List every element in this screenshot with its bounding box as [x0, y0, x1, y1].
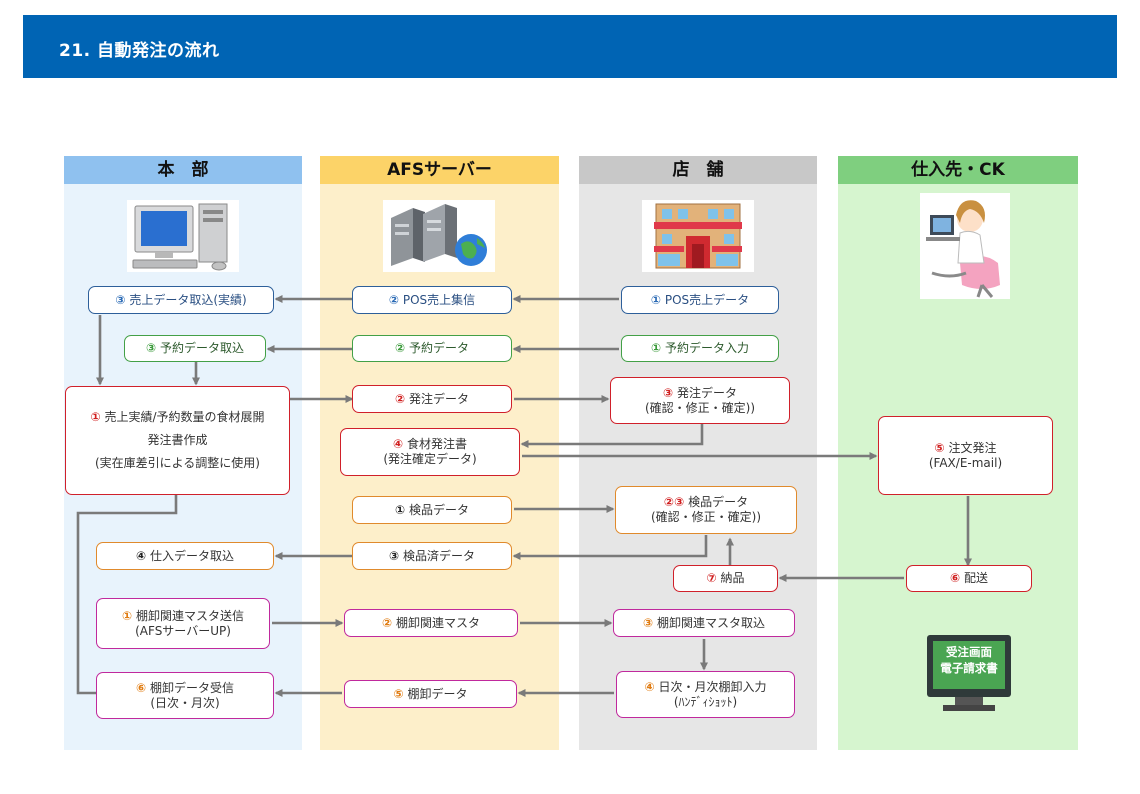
box-srv-inventory-data: ⑤ 棚卸データ — [344, 680, 517, 708]
box-supplier-order: ⑤ 注文発注 (FAX/E-mail) — [878, 416, 1053, 495]
store-building-icon — [642, 200, 754, 272]
box-store-pos-data: ① POS売上データ — [621, 286, 779, 314]
column-header-afs-server: AFSサーバー — [320, 156, 559, 184]
column-header-supplier: 仕入先・CK — [838, 156, 1078, 184]
column-header-hq: 本 部 — [64, 156, 302, 184]
box-srv-pos-collect: ② POS売上集信 — [352, 286, 512, 314]
box-srv-inspect-data: ① 検品データ — [352, 496, 512, 524]
supplier-screen-line-2: 電子請求書 — [940, 660, 998, 675]
box-hq-inventory-receive: ⑥ 棚卸データ受信 (日次・月次) — [96, 672, 274, 719]
computer-icon — [127, 200, 239, 272]
page-title: 21. 自動発注の流れ — [59, 41, 220, 61]
box-srv-inspected-data: ③ 検品済データ — [352, 542, 512, 570]
box-store-reserve-input: ① 予約データ入力 — [621, 335, 779, 362]
box-store-order-data: ③ 発注データ (確認・修正・確定)) — [610, 377, 790, 424]
page-header: 21. 自動発注の流れ — [23, 15, 1117, 78]
box-srv-master: ② 棚卸関連マスタ — [344, 609, 518, 637]
box-store-delivery: ⑦ 納品 — [673, 565, 778, 592]
server-globe-icon — [383, 200, 495, 272]
box-hq-sales-import: ③ 売上データ取込(実績) — [88, 286, 274, 314]
box-store-inspect-data: ②③ 検品データ (確認・修正・確定)) — [615, 486, 797, 534]
supplier-screen-line-1: 受注画面 — [946, 645, 992, 659]
box-store-master-import: ③ 棚卸関連マスタ取込 — [613, 609, 795, 637]
box-hq-purchase-import: ④ 仕入データ取込 — [96, 542, 274, 570]
box-hq-master-send: ① 棚卸関連マスタ送信 (AFSサーバーUP) — [96, 598, 270, 649]
column-header-store: 店 舗 — [579, 156, 817, 184]
box-srv-ingredient-order: ④ 食材発注書 (発注確定データ) — [340, 428, 520, 476]
box-supplier-shipping: ⑥ 配送 — [906, 565, 1032, 592]
box-hq-reserve-import: ③ 予約データ取込 — [124, 335, 266, 362]
supplier-monitor: 受注画面 電子請求書 — [925, 633, 1013, 713]
operator-at-desk-icon — [920, 193, 1010, 299]
box-srv-reserve: ② 予約データ — [352, 335, 512, 362]
box-store-inventory-input: ④ 日次・月次棚卸入力 (ﾊﾝﾃﾞｨｼｮｯﾄ) — [616, 671, 795, 718]
box-hq-ingredient-expand: ① 売上実績/予約数量の食材展開 発注書作成 (実在庫差引による調整に使用) — [65, 386, 290, 495]
box-srv-order-data: ② 発注データ — [352, 385, 512, 413]
